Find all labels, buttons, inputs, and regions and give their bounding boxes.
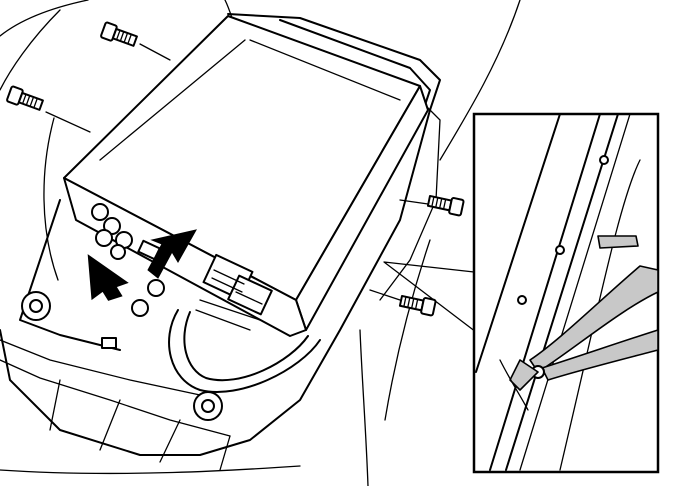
- dashboard-contours: [0, 0, 521, 486]
- pliers-icon: [509, 265, 659, 391]
- arrow-icon: [87, 229, 197, 301]
- screw-icon: [6, 21, 465, 317]
- detail-inset: [472, 112, 660, 474]
- mounting-bosses: [21, 279, 223, 421]
- callout-pointer: [383, 261, 477, 333]
- cable-harness: [168, 299, 321, 393]
- rear-connectors: [91, 203, 273, 316]
